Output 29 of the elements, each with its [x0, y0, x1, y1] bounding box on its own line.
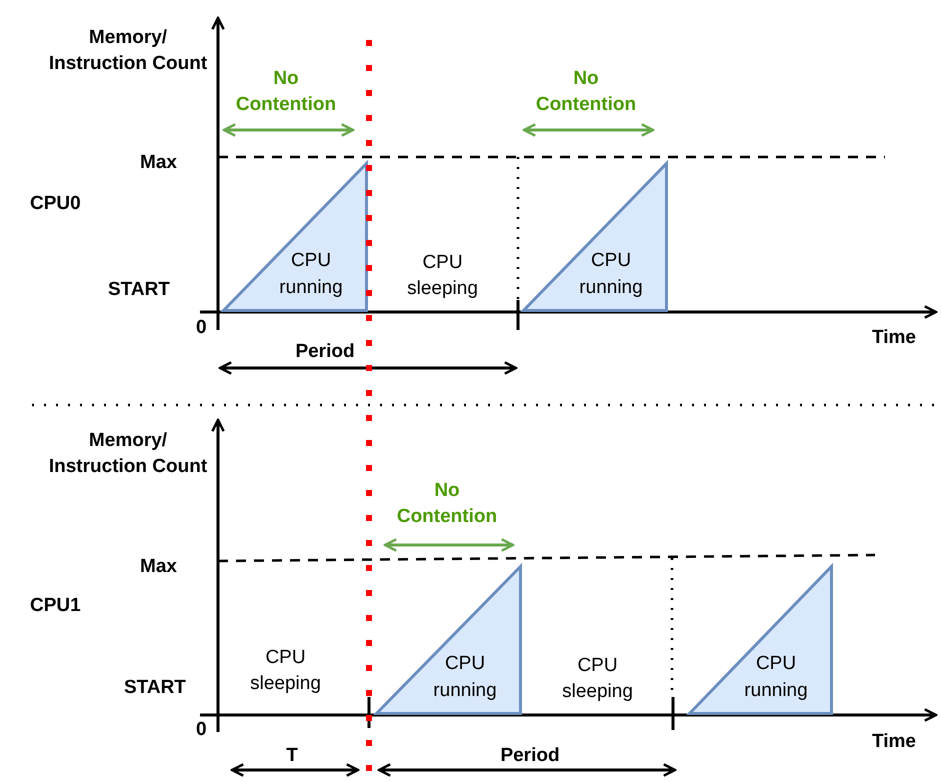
dimension-label: Period — [294, 340, 356, 364]
ramp-triangle — [222, 162, 368, 312]
annotation: No Contention — [534, 67, 638, 117]
axis-label: Time — [872, 730, 918, 754]
triangle-label: CPU running — [578, 249, 644, 300]
ramp-triangle — [522, 162, 668, 312]
triangle-label: CPU running — [743, 652, 809, 703]
axis-title: Memory/ Instruction Count — [48, 429, 208, 479]
axis-title: Memory/ Instruction Count — [48, 26, 208, 76]
axis-tick-label: 0 — [196, 316, 208, 340]
dimension-label: Period — [499, 744, 561, 768]
triangle-label: CPU running — [432, 652, 498, 703]
ramp-triangle — [375, 565, 522, 715]
axis-label: Time — [872, 326, 918, 350]
annotation: No Contention — [234, 67, 338, 117]
state-label: CPU sleeping — [406, 251, 479, 301]
dimension-label: T — [285, 744, 299, 768]
annotation: No Contention — [396, 479, 498, 529]
row-label: CPU0 — [30, 192, 82, 216]
axis-tick-label: START — [124, 676, 187, 700]
axis-tick-label: 0 — [196, 718, 208, 742]
triangle-label: CPU running — [278, 249, 344, 300]
row-label: CPU1 — [30, 594, 82, 618]
state-label: CPU sleeping — [249, 646, 322, 696]
axis-tick-label: Max — [140, 151, 178, 175]
axis-tick-label: START — [108, 278, 171, 302]
axis-tick-label: Max — [140, 555, 178, 579]
ramp-triangle — [688, 565, 833, 715]
state-label: CPU sleeping — [561, 654, 634, 704]
